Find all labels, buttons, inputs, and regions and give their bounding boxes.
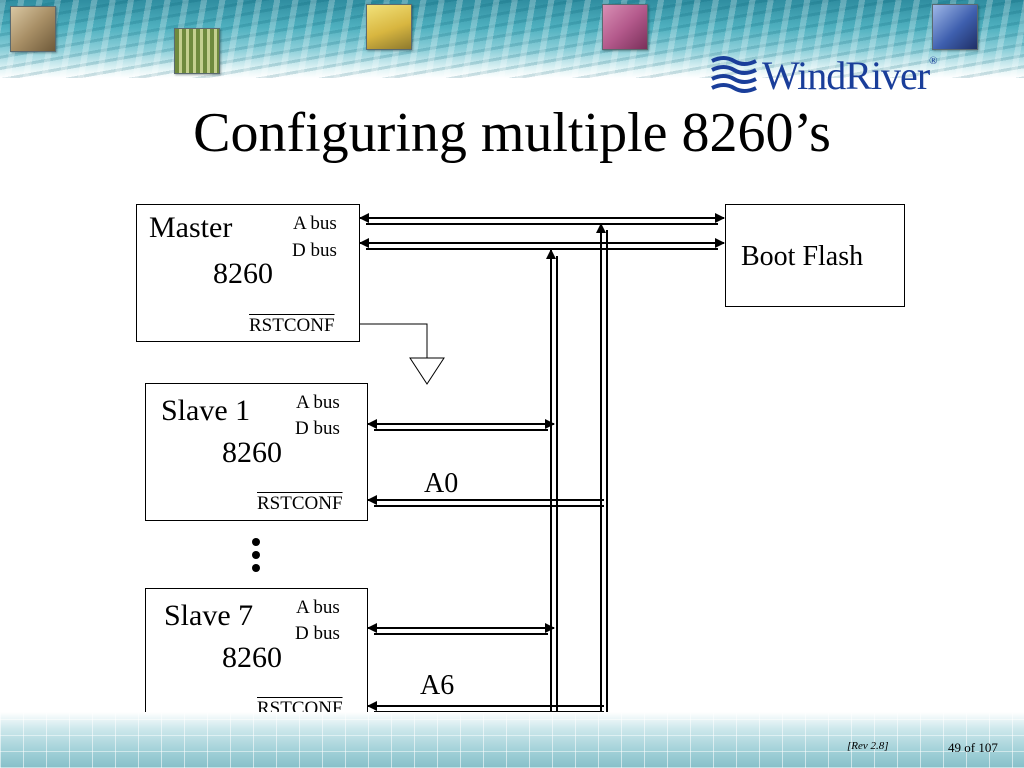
master-d-bus-label: D bus bbox=[292, 240, 337, 261]
a6-label: A6 bbox=[420, 670, 455, 701]
windriver-logo: WindRiver ® bbox=[710, 52, 938, 98]
slave1-box: Slave 1 A bus D bus 8260 RSTCONF bbox=[145, 383, 368, 521]
slave1-rstconf-label: RSTCONF bbox=[257, 493, 343, 514]
windriver-waves-icon bbox=[711, 56, 757, 93]
master-d-bus-line bbox=[359, 238, 725, 250]
slide-title: Configuring multiple 8260’s bbox=[193, 102, 831, 164]
slave7-box: Slave 7 A bus D bus 8260 RSTCONF bbox=[145, 588, 368, 726]
slave1-rstconf-a0-line bbox=[367, 495, 604, 507]
header-banner bbox=[0, 0, 1024, 78]
slave7-d-bus-label: D bus bbox=[295, 623, 340, 644]
slave7-a-bus-label: A bus bbox=[296, 597, 340, 618]
master-chip-label: 8260 bbox=[213, 257, 273, 290]
ellipsis-dots bbox=[252, 538, 260, 572]
vertical-trunk-left bbox=[546, 249, 558, 741]
master-rstconf-ground-wire bbox=[360, 323, 445, 385]
slave1-chip-label: 8260 bbox=[222, 436, 282, 469]
ground-symbol bbox=[409, 357, 445, 385]
logo-registered-mark: ® bbox=[929, 55, 938, 67]
space-shuttle-thumbnail bbox=[366, 4, 412, 50]
master-label: Master bbox=[149, 211, 233, 244]
revision-label: [Rev 2.8] bbox=[847, 740, 889, 752]
slave1-d-bus-label: D bus bbox=[295, 418, 340, 439]
master-rstconf-label: RSTCONF bbox=[249, 315, 335, 336]
telephone-thumbnail bbox=[10, 6, 56, 52]
slave7-label: Slave 7 bbox=[164, 599, 254, 632]
slave7-chip-label: 8260 bbox=[222, 641, 282, 674]
page-number: 49 of 107 bbox=[948, 740, 998, 755]
logo-text: WindRiver bbox=[762, 52, 930, 98]
footer-strip bbox=[0, 712, 1024, 768]
gadget-thumbnail bbox=[932, 4, 978, 50]
document-thumbnail bbox=[602, 4, 648, 50]
master-a-bus-line bbox=[359, 213, 725, 225]
master-box: Master A bus D bus 8260 RSTCONF bbox=[136, 204, 360, 342]
boot-flash-box: Boot Flash bbox=[725, 204, 905, 307]
circuit-board-thumbnail bbox=[174, 28, 220, 74]
slave1-bus-line bbox=[367, 419, 555, 431]
slave1-label: Slave 1 bbox=[161, 394, 251, 427]
slave1-a-bus-label: A bus bbox=[296, 392, 340, 413]
a0-label: A0 bbox=[424, 468, 459, 499]
vertical-trunk-right bbox=[596, 223, 608, 741]
master-a-bus-label: A bus bbox=[293, 213, 337, 234]
boot-flash-label: Boot Flash bbox=[741, 241, 864, 272]
slave7-bus-line bbox=[367, 623, 555, 635]
